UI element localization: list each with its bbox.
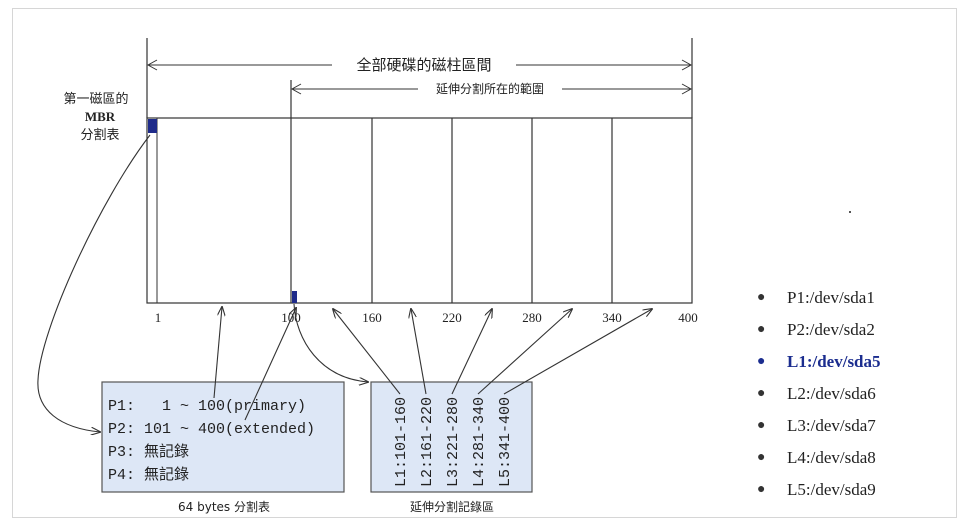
mbr-to-table-arrow [37, 134, 151, 432]
bullet-icon: ● [757, 354, 766, 369]
disk-body [146, 117, 693, 304]
device-label: P2:/dev/sda2 [787, 320, 875, 339]
cylinder-tick-label: 340 [602, 310, 622, 325]
cylinder-tick-label: 1 [155, 310, 162, 325]
device-label: P1:/dev/sda1 [787, 288, 875, 307]
figure-frame [12, 8, 957, 518]
p2-region-arrow [244, 308, 296, 421]
bullet-icon: ● [757, 418, 766, 433]
mbr-label-line3: 分割表 [80, 127, 119, 143]
l5-region-arrow [503, 309, 652, 395]
device-label: L1:/dev/sda5 [787, 352, 881, 371]
extended-record-caption: 延伸分割記錄區 [410, 499, 494, 514]
device-list-item: ● L5:/dev/sda9 [757, 474, 947, 506]
cylinder-tick-label: 280 [522, 310, 542, 325]
extended-range-label: 延伸分割所在的範圍 [436, 81, 544, 96]
cylinder-tick-label: 220 [442, 310, 462, 325]
device-list-item: ● P1:/dev/sda1 [757, 282, 947, 314]
bullet-icon: ● [757, 450, 766, 465]
device-list-item: ● L4:/dev/sda8 [757, 442, 947, 474]
device-label: L4:/dev/sda8 [787, 448, 876, 467]
p1-region-arrow [213, 307, 222, 399]
mbr-marker [148, 119, 157, 133]
partition-row-p3: P3: 無記錄 [108, 442, 189, 461]
extended-record-l4: L4:281-340 [471, 397, 488, 487]
device-list-item: ● P2:/dev/sda2 [757, 314, 947, 346]
bullet-icon: ● [757, 322, 766, 337]
cylinder-tick-label: 160 [362, 310, 382, 325]
bullet-icon: ● [757, 482, 766, 497]
device-list: ● P1:/dev/sda1 ● P2:/dev/sda2 ● L1:/dev/sda… [757, 282, 947, 506]
extended-marker-to-records-arrow [293, 303, 368, 382]
cylinder-tick-label: 100 [281, 310, 301, 325]
bullet-icon: ● [757, 290, 766, 305]
mbr-label-line1: 第一磁區的 [63, 91, 128, 107]
extended-record-marker [292, 291, 297, 303]
device-label: L2:/dev/sda6 [787, 384, 876, 403]
partition-row-p1: P1: 1 ~ 100(primary) [108, 398, 306, 415]
extended-record-l3: L3:221-280 [445, 397, 462, 487]
l2-region-arrow [411, 309, 427, 395]
bullet-icon: ● [757, 386, 766, 401]
l1-region-arrow [333, 309, 401, 395]
extended-record-l2: L2:161-220 [419, 397, 436, 487]
l4-region-arrow [477, 309, 572, 395]
partition-row-p2: P2: 101 ~ 400(extended) [108, 421, 315, 438]
cylinder-tick-label: 400 [678, 310, 698, 325]
extended-record-box [370, 381, 533, 493]
device-list-item: ● L3:/dev/sda7 [757, 410, 947, 442]
l3-region-arrow [451, 309, 492, 395]
whole-disk-label: 全部硬碟的磁柱區間 [356, 56, 491, 74]
partition-table-caption: 64 bytes 分割表 [178, 499, 270, 514]
partition-table-box [101, 381, 345, 493]
device-label: L5:/dev/sda9 [787, 480, 876, 499]
extended-record-l1: L1:101-160 [393, 397, 410, 487]
stray-dot [849, 211, 851, 213]
partition-row-p4: P4: 無記錄 [108, 465, 189, 484]
mbr-label-line2: MBR [85, 109, 116, 124]
extended-record-l5: L5:341-400 [497, 397, 514, 487]
device-list-item-highlighted: ● L1:/dev/sda5 [757, 346, 947, 378]
device-label: L3:/dev/sda7 [787, 416, 876, 435]
device-list-item: ● L2:/dev/sda6 [757, 378, 947, 410]
